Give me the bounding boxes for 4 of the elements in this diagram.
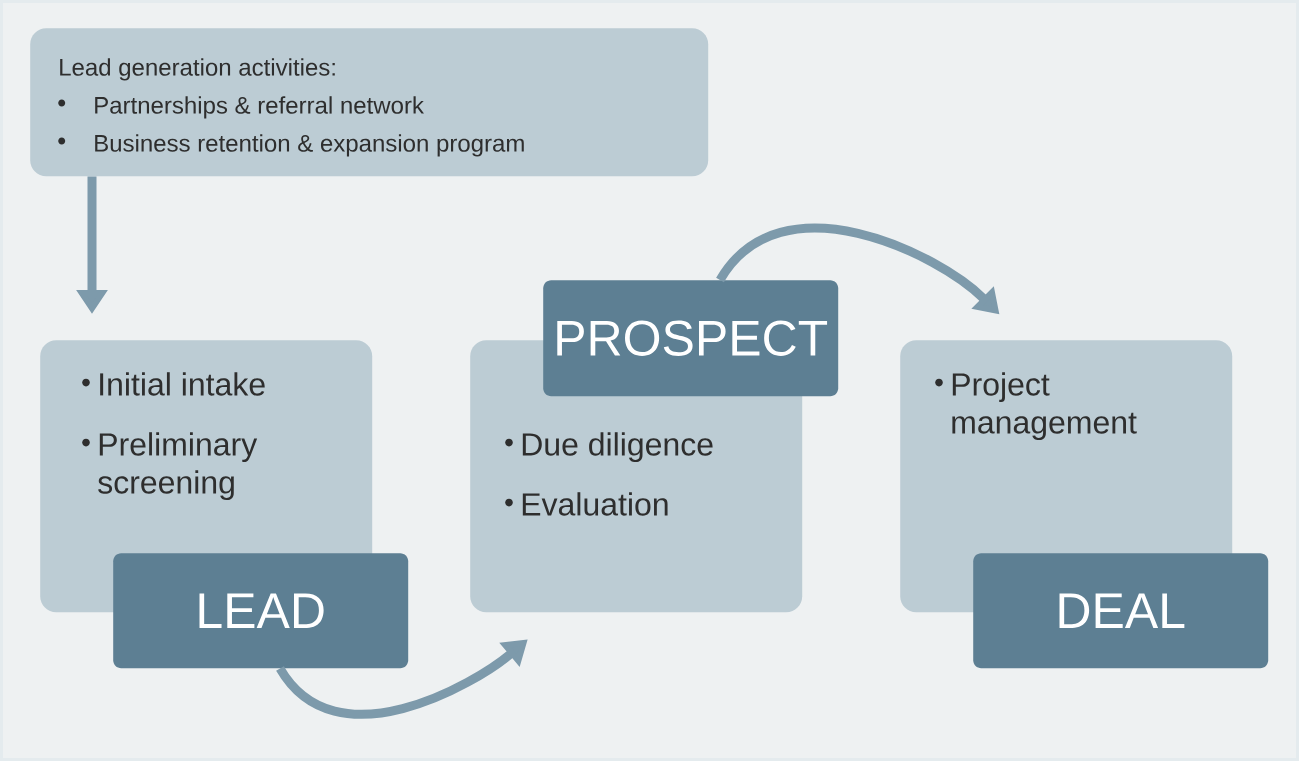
stage-label: DEAL: [973, 553, 1269, 669]
stage-label: LEAD: [113, 553, 409, 669]
stage-label: PROSPECT: [543, 280, 839, 397]
activity-box: Lead generation activities: Partnerships & referral network Business retention & expansion program: [30, 28, 709, 177]
